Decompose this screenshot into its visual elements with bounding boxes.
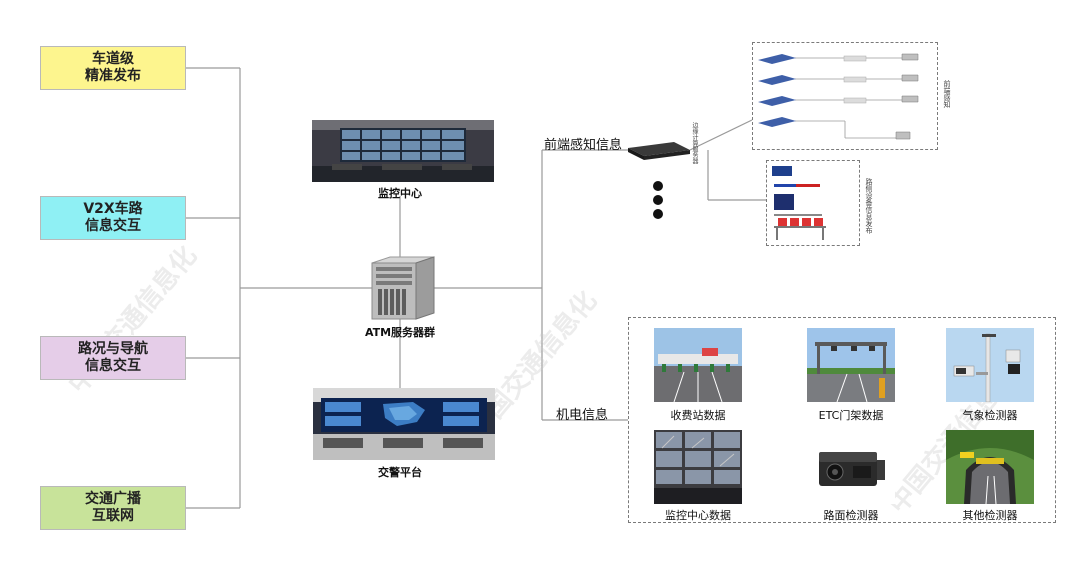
monitor-center-photo: [312, 120, 494, 182]
ellipsis-dots-icon: [652, 180, 664, 220]
police-platform-photo: [313, 388, 495, 460]
monitor-center-label: 监控中心: [350, 185, 450, 201]
etc-gantry-photo: [807, 328, 895, 402]
grid-label: 其他检测器: [930, 507, 1050, 523]
mech-info-label: 机电信息: [556, 404, 608, 423]
grid-label: 路面检测器: [791, 507, 911, 523]
monitor-center-data-photo: [654, 430, 742, 504]
grid-label: 收费站数据: [638, 407, 758, 423]
grid-label: 气象检测器: [930, 407, 1050, 423]
v2x-box: V2X车路信息交互: [40, 196, 186, 240]
box-line: 交通广播: [85, 491, 141, 508]
front-sensing-box-label: 前端感知: [942, 80, 952, 120]
toll-station-photo: [654, 328, 742, 402]
box-line: 信息交互: [78, 358, 148, 375]
box-line: 互联网: [85, 508, 141, 525]
front-sensing-info-label: 前端感知信息: [544, 134, 622, 153]
edge-device-label: 边缘计算服务器: [690, 122, 699, 172]
lane-level-release-box: 车道级精准发布: [40, 46, 186, 90]
sensing-devices-icon: [756, 48, 932, 148]
box-line: 信息交互: [83, 218, 142, 235]
traffic-broadcast-box: 交通广播互联网: [40, 486, 186, 530]
box-line: 路况与导航: [78, 341, 148, 358]
road-detector-photo: [807, 430, 895, 504]
grid-label: 监控中心数据: [638, 507, 758, 523]
box-line: V2X车路: [83, 201, 142, 218]
police-platform-label: 交警平台: [350, 464, 450, 480]
box-line: 车道级: [85, 51, 141, 68]
other-detector-photo: [946, 430, 1034, 504]
roadside-box-label: 路侧设备信息发布: [864, 178, 874, 238]
server-label: ATM服务器群: [340, 324, 460, 340]
roadside-devices-icon: [770, 164, 858, 244]
box-line: 精准发布: [85, 68, 141, 85]
weather-detector-photo: [946, 328, 1034, 402]
server-icon: [370, 255, 436, 321]
grid-label: ETC门架数据: [791, 407, 911, 423]
road-navigation-box: 路况与导航信息交互: [40, 336, 186, 380]
edge-device-icon: [628, 140, 690, 162]
